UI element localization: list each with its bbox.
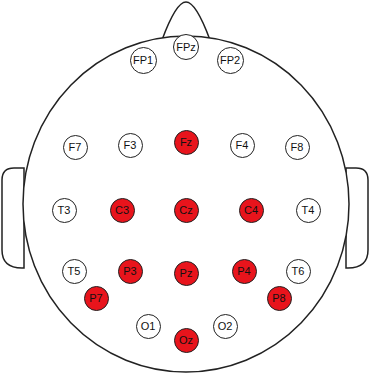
right-ear <box>346 168 368 268</box>
electrode-label: FP1 <box>133 55 153 66</box>
electrode-circle: P4 <box>232 259 257 284</box>
electrode-circle: FPz <box>173 34 199 60</box>
electrode-label: T4 <box>302 205 315 216</box>
electrode-label: T6 <box>292 266 305 277</box>
electrode-label: P4 <box>237 266 250 277</box>
electrode-circle: O2 <box>213 314 238 339</box>
electrode-label: FPz <box>176 42 196 53</box>
electrode-label: C3 <box>115 205 129 216</box>
electrode-label: P8 <box>272 293 285 304</box>
electrode-label: Pz <box>180 268 193 279</box>
electrode-label: T3 <box>58 205 71 216</box>
electrode-circle: P3 <box>118 259 143 284</box>
electrode-circle: F8 <box>285 135 310 160</box>
electrode-label: Oz <box>179 335 193 346</box>
electrode-label: P7 <box>89 293 102 304</box>
electrode-circle: Cz <box>174 198 199 223</box>
electrode-label: F7 <box>69 142 82 153</box>
electrode-label: Cz <box>179 205 192 216</box>
electrode-circle: T4 <box>296 198 321 223</box>
electrode-label: FP2 <box>220 55 240 66</box>
electrode-circle: P7 <box>84 286 109 311</box>
electrode-label: Fz <box>180 137 192 148</box>
electrode-circle: F3 <box>118 133 143 158</box>
electrode-circle: O1 <box>136 314 161 339</box>
electrode-circle: T3 <box>52 198 77 223</box>
electrode-circle: T6 <box>286 259 311 284</box>
electrode-label: F3 <box>124 140 137 151</box>
electrode-label: C4 <box>244 205 258 216</box>
electrode-circle: Oz <box>174 328 199 353</box>
electrode-circle: F7 <box>63 135 88 160</box>
electrode-label: P3 <box>123 266 136 277</box>
electrode-circle: F4 <box>230 133 255 158</box>
electrode-label: O2 <box>218 321 233 332</box>
electrode-circle: Pz <box>174 261 199 286</box>
electrode-circle: C4 <box>239 198 264 223</box>
electrode-circle: C3 <box>110 198 135 223</box>
electrode-circle: P8 <box>267 286 292 311</box>
electrode-circle: Fz <box>174 130 199 155</box>
electrode-label: T5 <box>68 266 81 277</box>
electrode-circle: FP2 <box>217 47 244 74</box>
electrode-circle: FP1 <box>130 47 157 74</box>
scalp <box>23 36 349 372</box>
electrode-label: F4 <box>236 140 249 151</box>
electrode-label: F8 <box>291 142 304 153</box>
electrode-label: O1 <box>141 321 156 332</box>
electrode-circle: T5 <box>62 259 87 284</box>
left-ear <box>2 168 24 268</box>
